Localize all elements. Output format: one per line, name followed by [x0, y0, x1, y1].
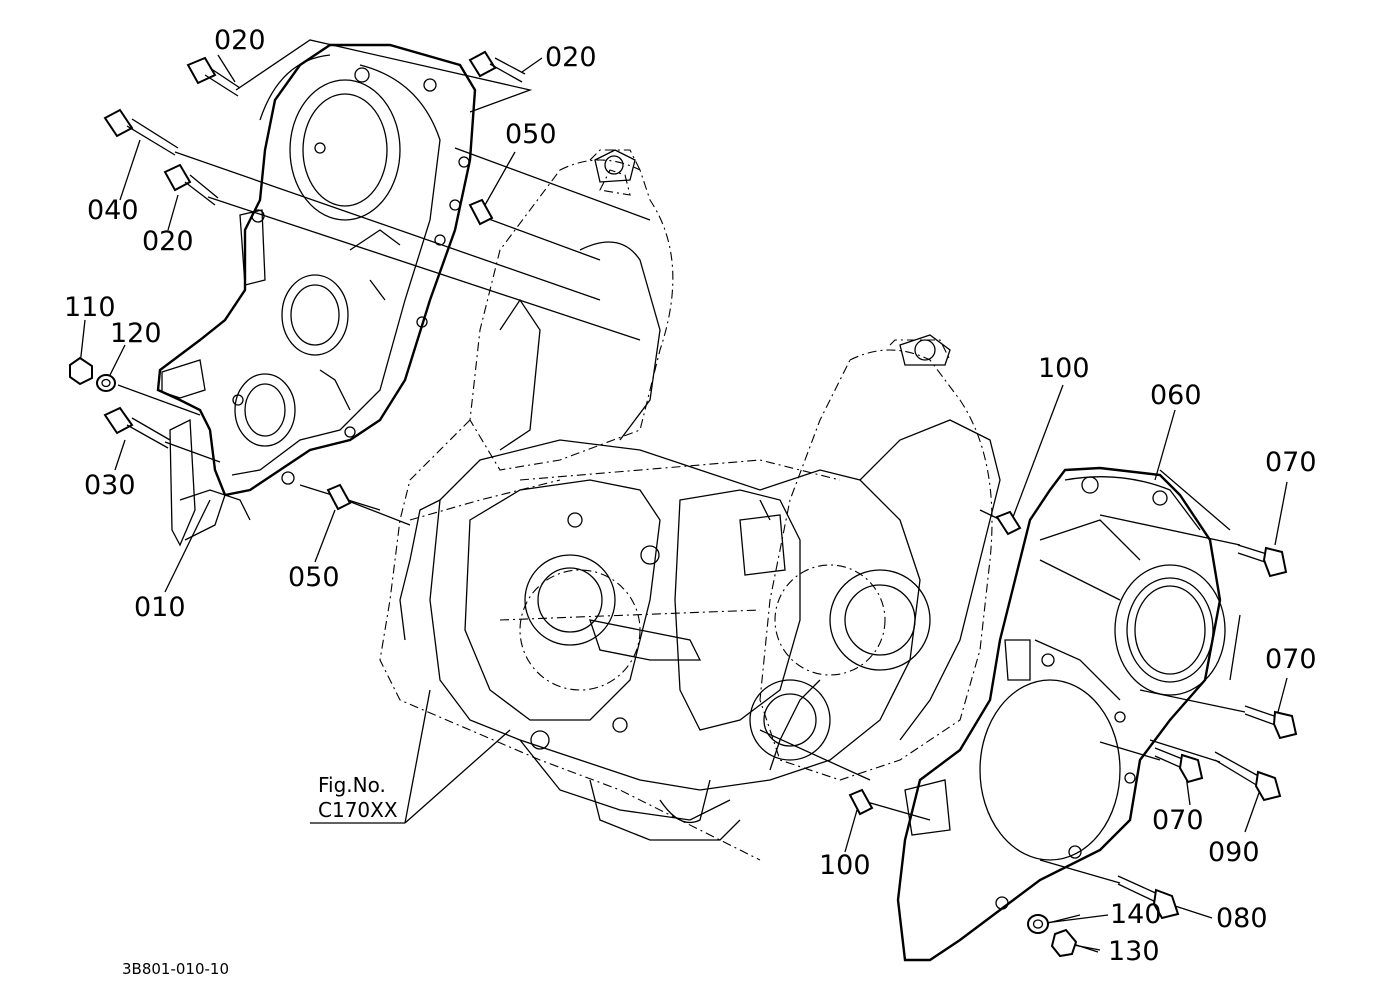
- callout-100-upper: 100: [1038, 353, 1090, 384]
- gear-case-010: [156, 43, 477, 547]
- bolt-070-lower: [1154, 747, 1204, 784]
- callout-140: 140: [1110, 899, 1162, 930]
- diagram-code: 3B801-010-10: [122, 960, 229, 978]
- callout-070-lower: 070: [1152, 805, 1204, 836]
- leader-lines: [117, 39, 1246, 951]
- bolt-020-middle: [163, 163, 219, 206]
- callout-120: 120: [110, 318, 162, 349]
- dowel-100-upper: [995, 510, 1022, 536]
- bolt-070-top: [1237, 544, 1288, 578]
- fasteners: [69, 50, 1298, 958]
- bolt-130: [1050, 928, 1078, 958]
- callout-050-upper: 050: [505, 119, 557, 150]
- fig-ref-line1: Fig.No.: [318, 773, 386, 797]
- callout-020-top-right: 020: [545, 42, 597, 73]
- dowel-100-lower: [848, 788, 874, 816]
- callout-130: 130: [1108, 936, 1160, 967]
- callout-080: 080: [1216, 903, 1268, 934]
- main-case: [399, 149, 1001, 841]
- callout-020-top-left: 020: [214, 25, 266, 56]
- callout-050-lower: 050: [288, 562, 340, 593]
- bolt-020-top-right: [468, 50, 526, 83]
- gear-case-060: [896, 466, 1226, 962]
- callout-070-top: 070: [1265, 447, 1317, 478]
- callout-020-middle: 020: [142, 226, 194, 257]
- nut-110: [69, 356, 93, 386]
- bolt-020-top-left: [186, 56, 241, 97]
- dowel-050-upper: [468, 198, 494, 226]
- bolt-030: [103, 406, 171, 449]
- bolt-040: [103, 108, 179, 156]
- callout-030: 030: [84, 470, 136, 501]
- bolt-080: [1117, 875, 1180, 920]
- callout-070-middle: 070: [1265, 644, 1317, 675]
- callout-010: 010: [134, 592, 186, 623]
- washer-120: [96, 374, 116, 392]
- callout-labels: 020 020 020 040 050 050 110 120 030 010 …: [64, 25, 1317, 967]
- callout-040: 040: [87, 195, 139, 226]
- bolt-070-middle: [1244, 705, 1298, 740]
- fig-ref-line2: C170XX: [318, 798, 398, 822]
- figure-reference: Fig.No. C170XX: [318, 773, 398, 822]
- callout-090: 090: [1208, 837, 1260, 868]
- callout-060: 060: [1150, 380, 1202, 411]
- bolt-090: [1214, 751, 1282, 802]
- dowel-050-lower: [326, 483, 352, 511]
- washer-140: [1027, 914, 1049, 934]
- crankcase-outline: [379, 149, 993, 861]
- callout-100-lower: 100: [819, 850, 871, 881]
- callout-110: 110: [64, 292, 116, 323]
